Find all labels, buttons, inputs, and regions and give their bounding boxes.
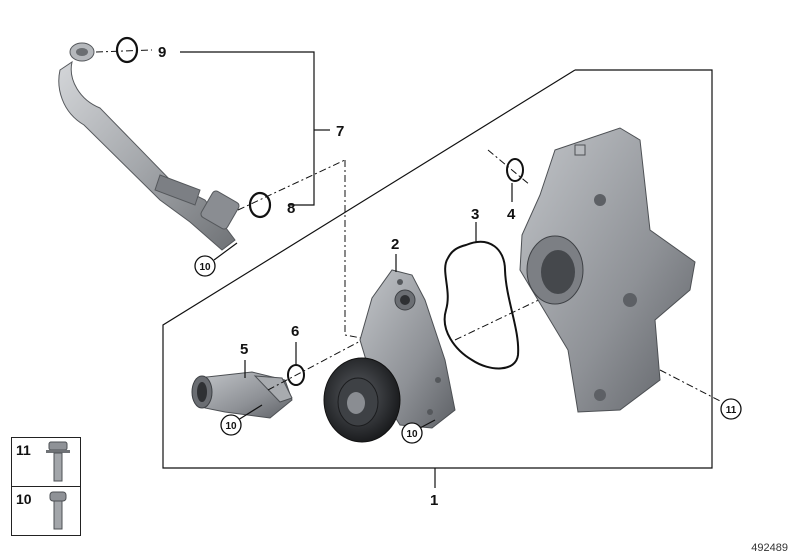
leader-10-pipe [213,242,238,261]
circle-callout-10-pipe-label: 10 [199,262,211,273]
o-ring-9 [115,36,139,64]
axis-pipe-pump [344,160,373,341]
leader-10-thermostat [237,404,263,421]
callout-4: 4 [507,206,516,223]
o-ring-8 [248,191,272,219]
circle-callout-10-thermostat-label: 10 [225,421,237,432]
circle-callout-10-thermostat [220,414,242,436]
axis-4 [487,149,531,186]
circle-callout-10-pipe [194,255,216,277]
gasket-3 [443,240,520,370]
callout-3: 3 [471,206,479,223]
circle-callout-10-pump-label: 10 [406,429,418,440]
callout-5: 5 [240,341,248,358]
axis-9 [95,49,153,53]
bolt-icon [46,441,70,482]
o-ring-4 [506,158,524,182]
callout-8: 8 [287,200,295,217]
callout-7: 7 [336,123,344,140]
coolant-pipe [58,42,240,251]
circle-callout-11-housing-label: 11 [726,405,737,416]
bracket-7 [180,51,315,206]
circle-callout-10-pump [401,422,423,444]
thermostat-housing [191,371,293,419]
diagram-id: 492489 [751,542,788,554]
pump-pulley [323,357,401,443]
leader-10-pump [419,419,436,429]
callout-2: 2 [391,236,399,253]
callout-1: 1 [430,492,438,509]
legend-item-11: 11 [11,437,81,487]
callout-6: 6 [291,323,299,340]
legend-number-10: 10 [16,491,32,507]
callout-9: 9 [158,44,166,61]
legend-number-11: 11 [16,442,31,458]
pump-housing [519,127,696,413]
circle-callout-11-housing [720,398,742,420]
axis-8 [237,159,346,211]
legend-item-10: 10 [11,486,81,536]
axis-11-housing [659,369,723,403]
assembly-bracket [162,69,713,469]
bolt-icon [49,491,67,530]
